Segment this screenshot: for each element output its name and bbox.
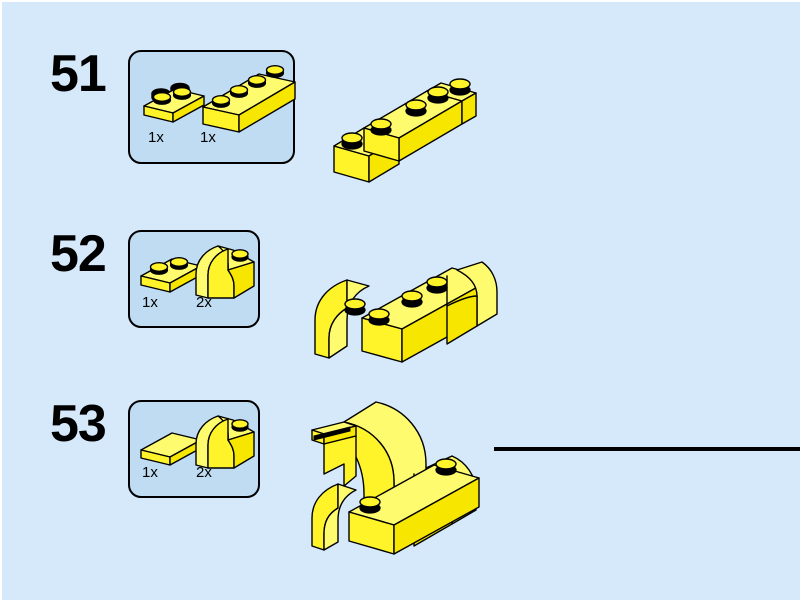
step-number-51: 51 [50, 45, 107, 103]
part-brick-1x4 [197, 62, 301, 144]
assembly-52 [307, 234, 502, 369]
parts-box-53: 1x 2x [128, 400, 260, 498]
part-quantity-brick: 1x [200, 129, 216, 146]
part-plate-1x2 [138, 80, 210, 134]
part-curved-slope [188, 240, 260, 306]
part-quantity-slope: 2x [196, 294, 212, 311]
assembly-51 [324, 64, 494, 183]
part-plate-1x2 [135, 250, 207, 304]
part-quantity-tile: 1x [142, 464, 158, 481]
parts-box-52: 1x 2x [128, 230, 260, 328]
step-number-53: 53 [50, 395, 107, 453]
connector-line [494, 447, 800, 451]
step-number-52: 52 [50, 225, 107, 283]
stud-group [211, 64, 285, 108]
part-quantity-plate: 1x [142, 294, 158, 311]
assembly-53 [304, 394, 504, 559]
stud-group [370, 78, 471, 136]
stud-group [368, 276, 448, 326]
part-quantity-plate: 1x [148, 129, 164, 146]
parts-box-51: 1x [128, 50, 296, 164]
part-curved-slope [188, 410, 260, 476]
part-quantity-slope: 2x [196, 464, 212, 481]
